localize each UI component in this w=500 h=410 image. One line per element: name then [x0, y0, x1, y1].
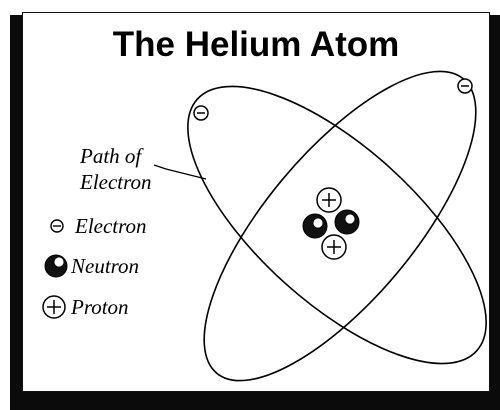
diagram-title: The Helium Atom [112, 25, 400, 64]
neutron-icon [302, 213, 328, 239]
legend-electron-label: Electron [74, 214, 147, 238]
orbit-path-2 [203, 70, 477, 382]
electron-icon [457, 78, 473, 94]
diagram-frame: The Helium Atom [22, 12, 490, 392]
path-label-leader [153, 164, 207, 180]
electron-icon [50, 219, 64, 233]
legend-neutron-label: Neutron [70, 254, 139, 278]
path-label-line2: Electron [79, 170, 152, 194]
proton-icon [316, 187, 342, 213]
electron-icon [193, 105, 209, 121]
neutron-icon [334, 209, 360, 235]
proton-icon [321, 234, 347, 260]
nucleus [302, 187, 360, 260]
orbit-path-1 [187, 85, 487, 365]
legend-proton-label: Proton [70, 295, 129, 319]
path-label-line1: Path of [79, 144, 144, 168]
neutron-icon [44, 254, 68, 278]
proton-icon [42, 295, 66, 319]
legend: Electron Neutron Proton [42, 214, 147, 319]
